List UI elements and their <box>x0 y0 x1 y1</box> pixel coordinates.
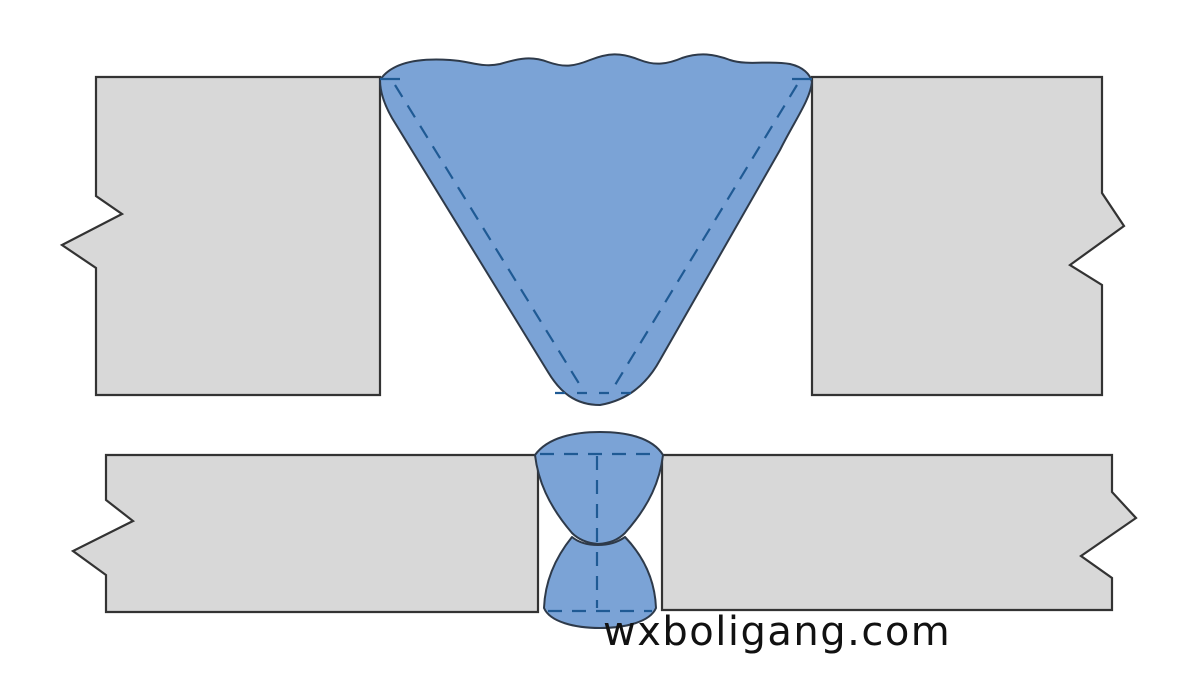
top-right-plate <box>810 75 1126 397</box>
v-groove-right-line <box>611 84 798 391</box>
bottom-left-plate <box>70 453 540 614</box>
double-weld-lower-bead <box>543 536 657 629</box>
v-groove-left-line <box>394 84 584 391</box>
double-v-weld-figure <box>70 431 1138 629</box>
top-left-plate <box>59 75 382 397</box>
watermark-text: wxboligang.com <box>603 609 952 655</box>
v-weld-bead <box>379 53 813 406</box>
double-weld-upper-bead <box>534 431 664 545</box>
single-v-weld-figure <box>59 53 1126 406</box>
bottom-right-plate <box>660 453 1138 612</box>
